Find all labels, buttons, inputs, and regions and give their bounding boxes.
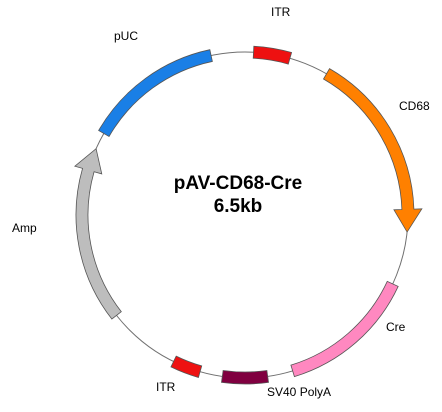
label-puc: pUC: [114, 29, 138, 43]
plasmid-size: 6.5kb: [214, 196, 263, 217]
label-sv40-polya: SV40 PolyA: [267, 385, 331, 399]
feature-amp: [74, 147, 122, 320]
features-layer: [74, 45, 423, 385]
feature-cre: [290, 280, 399, 378]
feature-cd68: [322, 68, 423, 233]
feature-itr1: [252, 45, 293, 65]
feature-sv40: [221, 370, 269, 385]
feature-puc: [98, 49, 213, 138]
label-amp: Amp: [12, 221, 37, 235]
label-cd68: CD68: [399, 99, 430, 113]
label-itr-top: ITR: [271, 5, 291, 19]
label-cre: Cre: [386, 320, 406, 334]
label-itr-bottom: ITR: [156, 380, 176, 394]
plasmid-name: pAV-CD68-Cre: [174, 173, 302, 194]
feature-itr2: [170, 355, 203, 378]
labels-layer: pUC ITR CD68 Cre SV40 PolyA ITR Amp: [12, 5, 430, 399]
